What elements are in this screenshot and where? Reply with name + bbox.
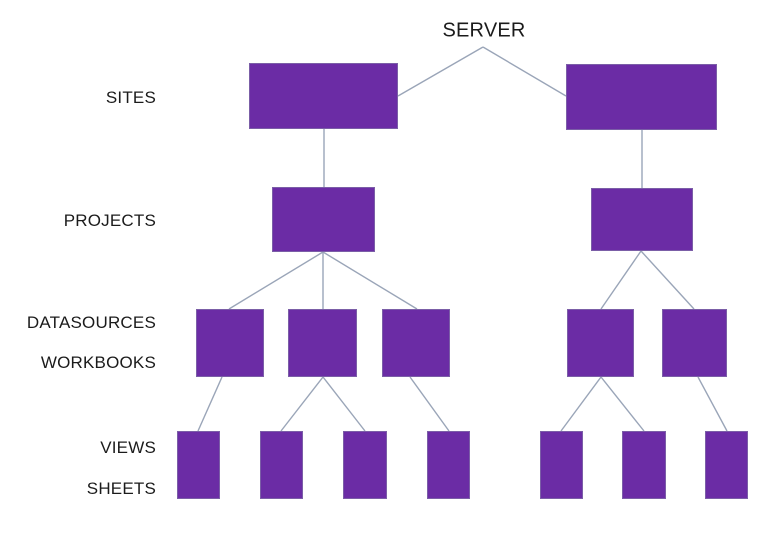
edge-datasource-5-to-view-7 <box>697 376 728 432</box>
edge-datasource-1-to-view-1 <box>197 376 223 432</box>
node-view-1[interactable] <box>177 431 220 499</box>
edge-datasource-3-to-view-4 <box>409 376 450 432</box>
edge-project-1-to-datasource-1 <box>228 251 324 310</box>
edge-project-2-to-datasource-5 <box>640 250 695 310</box>
node-datasource-2[interactable] <box>288 309 357 377</box>
node-view-6[interactable] <box>622 431 666 499</box>
node-datasource-1[interactable] <box>196 309 264 377</box>
row-label-datasources: DATASOURCES <box>26 313 156 332</box>
node-datasource-3[interactable] <box>382 309 450 377</box>
node-view-5[interactable] <box>540 431 583 499</box>
edge-project-2-to-datasource-4 <box>600 250 642 310</box>
edge-server-to-site-1 <box>397 46 484 97</box>
node-view-4[interactable] <box>427 431 470 499</box>
edge-datasource-4-to-view-6 <box>600 376 645 432</box>
edge-datasource-2-to-view-3 <box>322 376 366 432</box>
edge-datasource-2-to-view-2 <box>280 376 324 432</box>
node-view-3[interactable] <box>343 431 387 499</box>
row-label-projects: PROJECTS <box>63 211 156 230</box>
node-project-1[interactable] <box>272 187 375 252</box>
node-view-7[interactable] <box>705 431 748 499</box>
node-datasource-4[interactable] <box>567 309 634 377</box>
edge-project-1-to-datasource-3 <box>322 251 418 310</box>
row-label-sites: SITES <box>105 88 156 107</box>
node-site-1[interactable] <box>249 63 398 129</box>
node-site-2[interactable] <box>566 64 717 130</box>
row-label-workbooks: WORKBOOKS <box>40 353 156 372</box>
node-project-2[interactable] <box>591 188 693 251</box>
node-view-2[interactable] <box>260 431 303 499</box>
edge-datasource-4-to-view-5 <box>560 376 602 432</box>
row-label-views: VIEWS <box>100 438 156 457</box>
row-label-sheets: SHEETS <box>86 479 156 498</box>
edge-server-to-site-2 <box>482 46 567 97</box>
diagram-title: SERVER <box>442 19 526 42</box>
node-datasource-5[interactable] <box>662 309 727 377</box>
